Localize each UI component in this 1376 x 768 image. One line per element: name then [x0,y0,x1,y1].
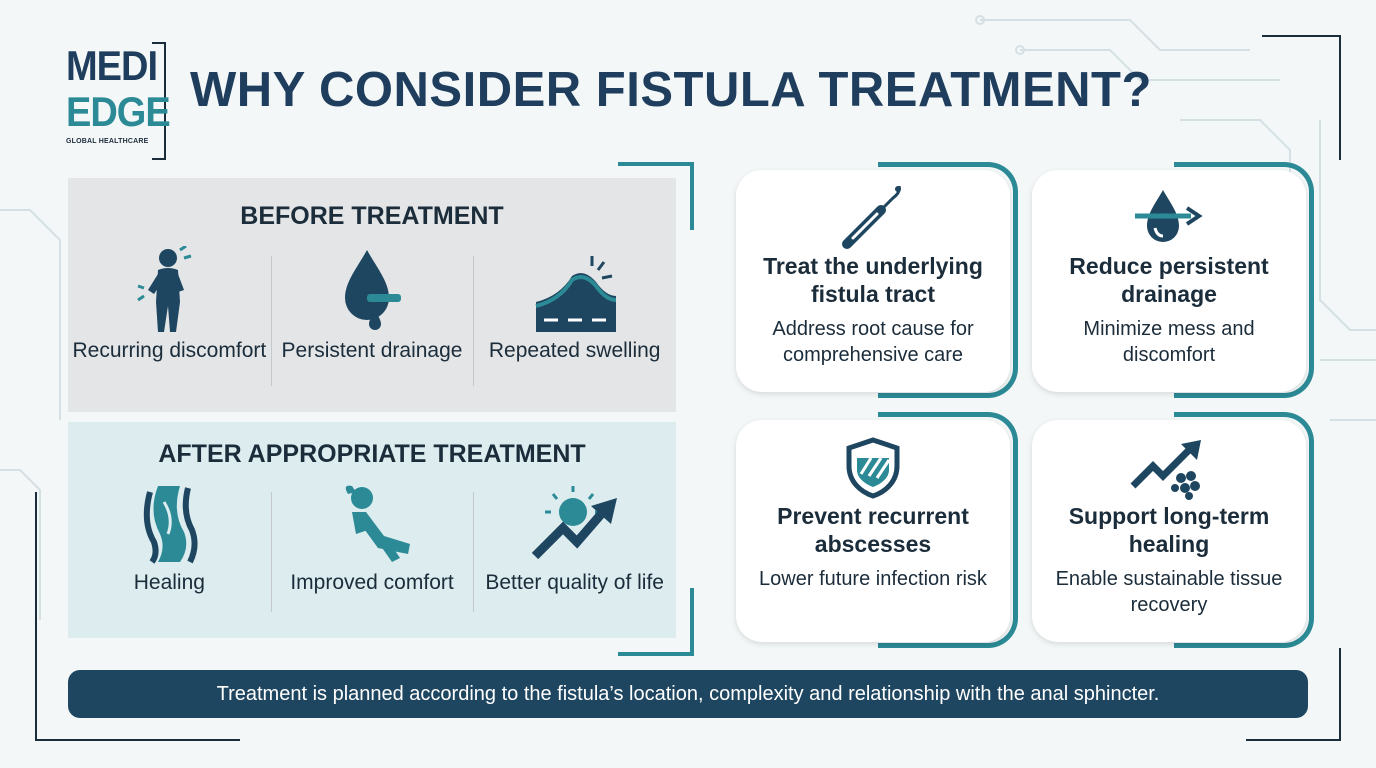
logo-bracket [152,42,166,160]
person-pain-icon [137,246,192,332]
panel-accent-top [618,162,694,230]
drop-drainage-icon [345,250,401,330]
card-accent [1174,162,1314,398]
card-title: Treat the underlying fistula tract [763,253,983,307]
after-label-healing: Healing [133,571,205,594]
benefit-card-3: Prevent recurrent abscesses Lower future… [736,412,1018,648]
after-label-comfort: Improved comfort [290,571,454,594]
before-panel-title: BEFORE TREATMENT [240,202,504,230]
probe-icon [842,186,901,249]
benefit-card-1: Treat the underlying fistula tract Addre… [736,162,1018,398]
relaxed-person-icon [345,485,410,562]
drop-arrow-icon [1135,190,1203,242]
card-description: Lower future infection risk [759,568,987,590]
after-label-quality: Better quality of life [485,571,664,594]
after-item-comfort: Improved comfort [270,482,474,632]
before-treatment-panel: BEFORE TREATMENT Recurring discomfort [68,178,676,412]
logo-subtitle: GLOBAL HEALTHCARE [66,138,149,145]
after-panel-title: AFTER APPROPRIATE TREATMENT [158,440,586,468]
shield-icon [846,437,900,499]
card-title: Reduce persistent drainage [1069,253,1269,307]
benefit-card-4: Support long-term healing Enable sustain… [1032,412,1314,648]
before-label-drainage: Persistent drainage [281,339,463,362]
before-label-swelling: Repeated swelling [488,339,661,362]
benefit-card-2: Reduce persistent drainage Minimize mess… [1032,162,1314,398]
card-accent [878,412,1018,648]
card-title: Prevent recurrent abscesses [777,503,969,557]
card-description: Address root cause for comprehensive car… [772,318,974,366]
footer-banner: Treatment is planned according to the fi… [68,670,1308,718]
logo-text-medi: MEDI [66,43,158,90]
before-label-discomfort: Recurring discomfort [72,339,267,362]
swelling-icon [535,256,616,332]
trend-cells-icon [1130,440,1201,500]
before-item-drainage: Persistent drainage [270,246,474,406]
before-item-swelling: Repeated swelling [473,246,676,406]
before-item-discomfort: Recurring discomfort [68,246,271,406]
card-description: Minimize mess and discomfort [1083,318,1255,366]
page-title: WHY CONSIDER FISTULA TREATMENT? [190,63,1152,117]
card-accent [1174,412,1314,648]
logo-text-edge: EDGE [66,89,171,136]
healing-tissue-icon [144,486,198,564]
card-title: Support long-term healing [1068,503,1270,557]
sun-growth-icon [531,486,617,560]
card-accent [878,162,1018,398]
card-description: Enable sustainable tissue recovery [1055,568,1283,616]
after-treatment-panel: AFTER APPROPRIATE TREATMENT Healing [68,422,676,638]
panel-accent-bottom [618,588,694,656]
after-item-quality: Better quality of life [473,482,676,632]
logo: MEDI EDGE GLOBAL HEALTHCARE [62,42,171,160]
after-item-healing: Healing [68,482,271,632]
